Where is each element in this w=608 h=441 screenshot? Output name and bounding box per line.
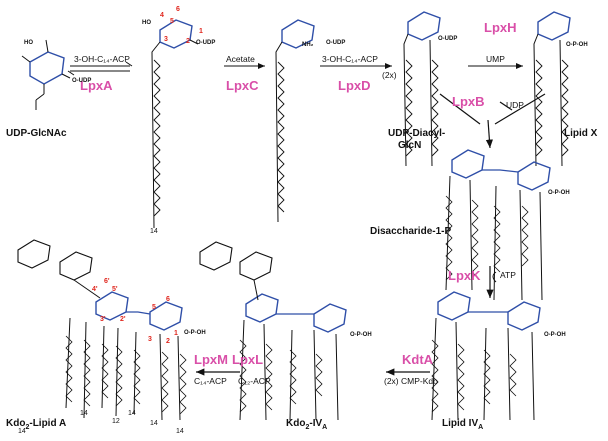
reagent-acp2: 3-OH-C₁₄-ACP	[322, 54, 378, 64]
reagent-cmp-kdo: (2x) CMP-Kdo	[384, 376, 438, 386]
locant-6: 6	[176, 6, 180, 13]
compound-udp-diacyl-line1: UDP-Diacyl-	[388, 128, 446, 139]
reagent-c12-acp: C₁₂-ACP	[238, 376, 271, 386]
atom-o-udp-2: O-UDP	[196, 40, 216, 46]
reagent-two-x: (2x)	[382, 70, 397, 80]
chain-label-kla-14b: 14	[18, 428, 26, 435]
locant-kla-6p: 6'	[104, 278, 110, 285]
atom-p-lipid-iva: O-P-OH	[544, 332, 566, 338]
enzyme-lpxl: LpxL	[232, 352, 264, 367]
reagent-acetate: Acetate	[226, 54, 255, 64]
compound-disaccharide-1p: Disaccharide-1-P	[370, 226, 452, 237]
deacetylated-structure	[275, 19, 315, 223]
locant-kla-5p: 5'	[112, 286, 118, 293]
locant-5: 5	[170, 18, 174, 25]
lpxk-arrow	[486, 266, 497, 298]
locant-4: 4	[160, 12, 164, 19]
reagent-c14-acp: C₁₄-ACP	[194, 376, 227, 386]
locant-kla-5: 5	[152, 304, 156, 311]
acyl-udp-glcnac-structure	[151, 19, 199, 229]
reagent-udp: UDP	[506, 100, 524, 110]
locant-kla-1: 1	[174, 330, 178, 337]
disaccharide-1p-structure	[445, 149, 551, 301]
compound-lipid-x: Lipid X	[564, 128, 598, 139]
atom-ho-2: HO	[142, 20, 151, 26]
enzyme-lpxb: LpxB	[452, 94, 485, 109]
udp-diacyl-glcn-structure	[403, 11, 441, 167]
compound-lipid-iva: Lipid IVA	[442, 418, 484, 431]
locant-kla-6: 6	[166, 296, 170, 303]
lipid-iva-structure	[431, 291, 541, 421]
enzyme-lpxk: LpxK	[448, 268, 481, 283]
atom-p-kdo2-iva: O-P-OH	[350, 332, 372, 338]
atom-o-udp-1: O-UDP	[72, 78, 92, 84]
atom-ho-1: HO	[24, 40, 33, 46]
enzyme-lpxm: LpxM	[194, 352, 228, 367]
chain-label-kla-14e: 14	[176, 428, 184, 435]
atom-o-udp-3: O-UDP	[326, 40, 346, 46]
locant-2: 2	[186, 38, 190, 45]
enzyme-lpxc: LpxC	[226, 78, 259, 93]
udp-glcnac-structure	[21, 39, 71, 110]
reagent-acp1: 3-OH-C₁₄-ACP	[74, 54, 130, 64]
chain-label-kla-14d: 14	[150, 420, 158, 427]
atom-o-udp-4: O-UDP	[438, 36, 458, 42]
chain-label-14-first: 14	[150, 228, 158, 235]
enzyme-kdta: KdtA	[402, 352, 434, 367]
atom-nh2: NH₂	[302, 42, 314, 48]
compound-kdo2-iva: Kdo2-IVA	[286, 418, 328, 431]
locant-kla-2p: 2'	[120, 316, 126, 323]
reagent-atp: ATP	[500, 270, 516, 280]
reagent-ump: UMP	[486, 54, 505, 64]
lpxb-arrow	[439, 93, 546, 149]
atom-p-disaccharide: O-P-OH	[548, 190, 570, 196]
locant-1: 1	[199, 28, 203, 35]
lipid-x-structure	[533, 11, 571, 167]
chain-label-kla-12: 12	[112, 418, 120, 425]
enzyme-lpxa: LpxA	[80, 78, 113, 93]
enzyme-lpxd: LpxD	[338, 78, 371, 93]
locant-3: 3	[164, 36, 168, 43]
kdo2-iva-structure	[199, 241, 347, 421]
compound-udp-diacyl-line2: GlcN	[398, 140, 422, 151]
compound-udp-glcnac: UDP-GlcNAc	[6, 128, 67, 139]
locant-kla-3: 3	[148, 336, 152, 343]
locant-kla-3p: 3'	[100, 316, 106, 323]
atom-p-kdo2-lipida: O-P-OH	[184, 330, 206, 336]
enzyme-lpxh: LpxH	[484, 20, 517, 35]
locant-kla-4p: 4'	[92, 286, 98, 293]
chain-label-kla-14a: 14	[80, 410, 88, 417]
chain-label-kla-14c: 14	[128, 410, 136, 417]
atom-p-lipid-x: O-P-OH	[566, 42, 588, 48]
compound-kdo2-lipid-a: Kdo2-Lipid A	[6, 418, 67, 431]
lpxa-arrow	[67, 61, 133, 76]
locant-kla-2: 2	[166, 338, 170, 345]
kdo2-lipid-a-structure	[17, 239, 187, 421]
